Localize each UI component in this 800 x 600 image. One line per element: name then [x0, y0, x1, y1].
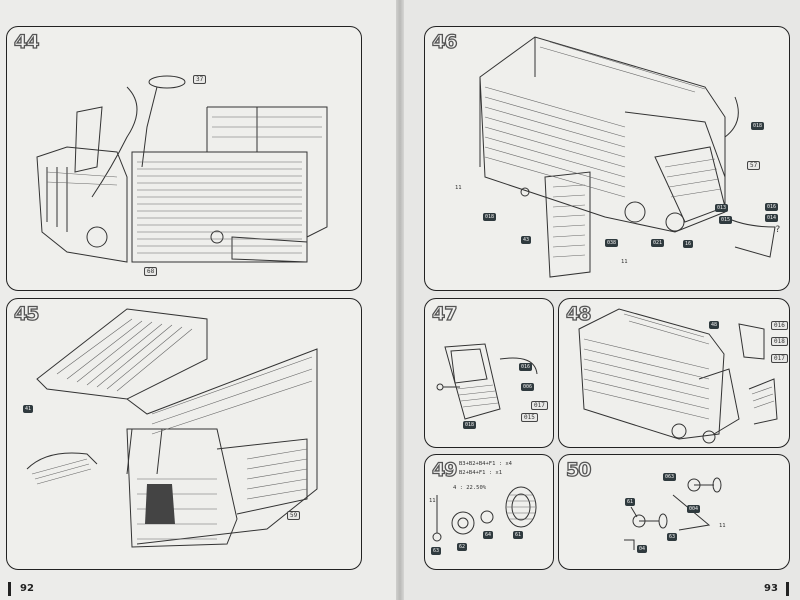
step-number: 48 — [565, 302, 592, 325]
part-label: 59 — [287, 511, 301, 520]
step-48-illustration — [578, 308, 778, 444]
part-label: 018 — [771, 337, 788, 346]
part-label: 61 — [625, 498, 636, 506]
step-number: 46 — [431, 30, 458, 53]
part-label: 48 — [709, 321, 720, 329]
part-label: 64 — [483, 531, 494, 539]
page-marker — [8, 582, 11, 596]
part-label: 018 — [463, 421, 477, 429]
assembly-note: B3+B2+B4+F1 : x4 — [459, 461, 512, 467]
step-47-illustration — [436, 343, 538, 420]
part-label: 015 — [521, 413, 538, 422]
part-number: 11 — [455, 185, 462, 191]
step-number: 47 — [431, 302, 458, 325]
step-44-illustration — [36, 75, 328, 263]
step-48-panel: 48 48 016 018 017 — [558, 298, 790, 448]
part-number: 11 — [621, 259, 628, 265]
step-45-illustration — [26, 308, 318, 548]
step-50-panel: 50 063 61 004 11 63 04 — [558, 454, 790, 570]
part-label: 37 — [193, 75, 207, 84]
part-label: 57 — [747, 161, 761, 170]
step-44-panel: 44 37 68 — [6, 26, 362, 291]
part-label: 063 — [663, 473, 677, 481]
part-label: 013 — [715, 204, 729, 212]
part-label: 018 — [483, 213, 497, 221]
part-label: 017 — [531, 401, 548, 410]
step-46-illustration — [479, 36, 776, 278]
part-label: 016 — [519, 363, 533, 371]
book-gutter — [396, 0, 404, 600]
page-marker — [786, 582, 789, 596]
part-label: 018 — [751, 122, 765, 130]
part-number: 11 — [429, 498, 436, 504]
part-label: 61 — [513, 531, 524, 539]
step-number: 49 — [431, 458, 458, 481]
part-label: 016 — [765, 203, 779, 211]
part-label: 014 — [765, 214, 779, 222]
part-label: 04 — [637, 545, 648, 553]
part-label: 16 — [683, 240, 694, 248]
step-50-illustration — [624, 477, 722, 550]
step-45-panel: 45 41 59 — [6, 298, 362, 570]
part-label: 021 — [651, 239, 665, 247]
step-49-panel: 49 B3+B2+B4+F1 : x4 B2+B4+F1 : x1 4 : 22… — [424, 454, 554, 570]
assembly-note: B2+B4+F1 : x1 — [459, 470, 503, 476]
part-label: 017 — [771, 354, 788, 363]
step-number: 45 — [13, 302, 40, 325]
part-number: 11 — [719, 523, 726, 529]
step-49-illustration — [432, 486, 537, 542]
part-label: 68 — [144, 267, 158, 276]
assembly-note: 4 : 22.50% — [453, 485, 487, 491]
part-label: 43 — [521, 236, 532, 244]
part-label: 004 — [687, 505, 701, 513]
part-label: 015 — [719, 216, 733, 224]
step-46-panel: 46 11 018 43 038 021 16 57 018 11 013 01… — [424, 26, 790, 291]
page-number-right: 93 — [764, 583, 778, 594]
part-label: 62 — [457, 543, 468, 551]
step-47-panel: 47 016 006 017 015 018 — [424, 298, 554, 448]
part-label: 41 — [23, 405, 34, 413]
part-label: 63 — [667, 533, 678, 541]
part-label: 63 — [431, 547, 442, 555]
part-label: 006 — [521, 383, 535, 391]
part-label: 016 — [771, 321, 788, 330]
part-label: 038 — [605, 239, 619, 247]
step-number: 50 — [565, 458, 592, 481]
page-number-left: 92 — [20, 583, 34, 594]
question-mark: ? — [775, 225, 781, 235]
step-number: 44 — [13, 30, 40, 53]
